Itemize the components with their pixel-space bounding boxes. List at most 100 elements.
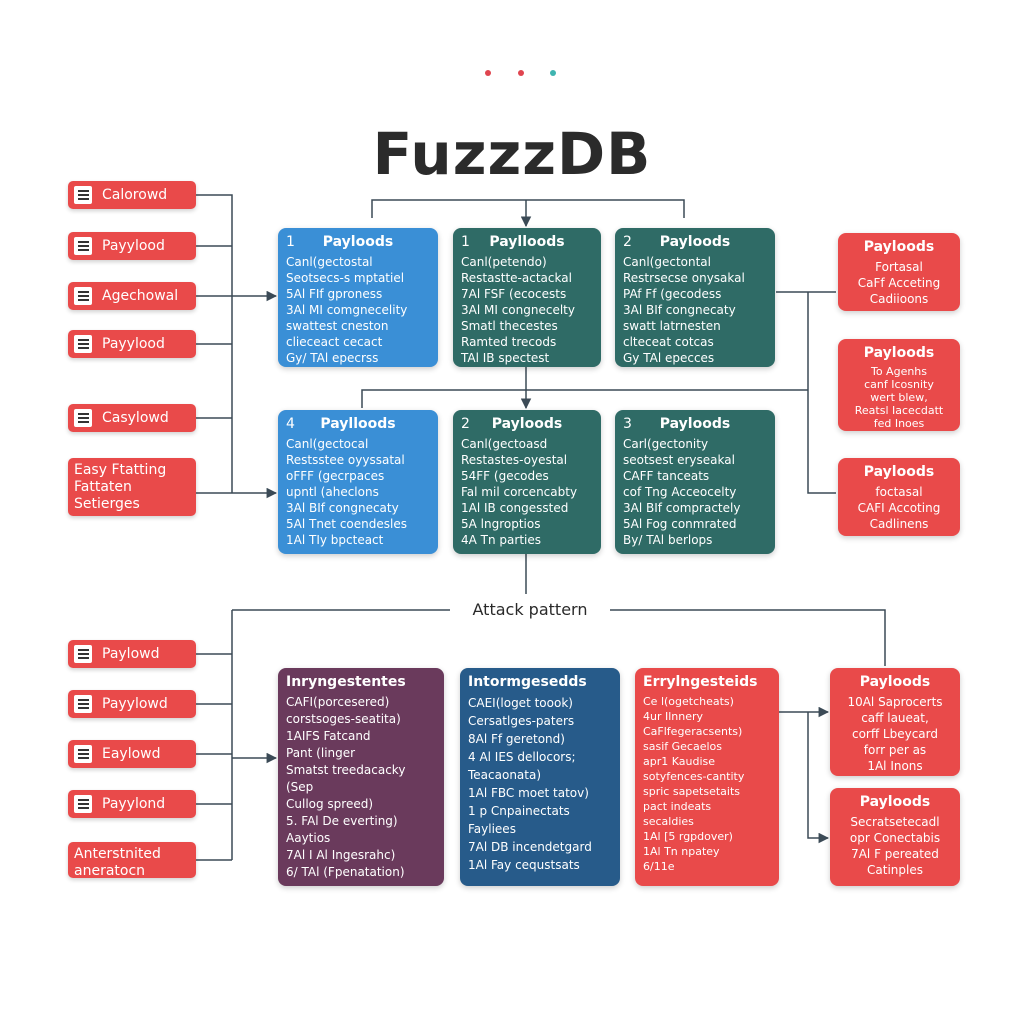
left-chip-bottom-2[interactable]: Payylowd — [68, 690, 196, 718]
document-icon — [74, 795, 92, 813]
card-line: Canl(gectoasd — [461, 437, 548, 451]
card-line: 54FF (gecodes — [461, 469, 549, 483]
card-line: By/ TAl berlops — [623, 533, 713, 547]
card-line: Fortasal — [875, 260, 923, 274]
left-chip-bottom-1[interactable]: Paylowd — [68, 640, 196, 668]
card-title: Payloods — [863, 464, 935, 480]
card-line: Restrsecse onysakal — [623, 271, 745, 285]
card-title: Errylngesteids — [643, 674, 758, 690]
left-chip-6[interactable]: Easy Ftatting Fattaten Setierges — [68, 458, 196, 516]
chip-label: Payylood — [102, 336, 165, 352]
document-icon — [74, 287, 92, 305]
card-line: CAFF tanceats — [623, 469, 710, 483]
document-icon — [74, 745, 92, 763]
chip-label: Agechowal — [102, 288, 179, 304]
bottom-card-3[interactable]: Errylngesteids Ce l(ogetcheats) 4ur Ilnn… — [635, 668, 779, 886]
card-line: PAf Ff (gecodess — [623, 287, 722, 301]
document-icon — [74, 186, 92, 204]
card-line: Pant (linger — [286, 746, 356, 760]
chip-label: Payylond — [102, 796, 166, 812]
right-card-1[interactable]: Payloods Fortasal CaFf Acceting Cadiioon… — [838, 233, 960, 311]
card-line: Smatl thecestes — [461, 319, 558, 333]
card-line: Canl(gectostal — [286, 255, 373, 269]
card-line: seotsest eryseakal — [623, 453, 735, 467]
left-chip-2[interactable]: Payylood — [68, 232, 196, 260]
card-line: 6/ TAl (Fpenatation) — [286, 865, 405, 879]
card-line: swatt latrnesten — [623, 319, 721, 333]
card-line: opr Conectabis — [849, 831, 941, 845]
left-chip-3[interactable]: Agechowal — [68, 282, 196, 310]
card-line: secaldies — [643, 815, 694, 828]
card-line: 1Al IB congessted — [461, 501, 569, 515]
card-line: corff Lbeycard — [851, 727, 939, 741]
card-line: 1Al Tn npatey — [643, 845, 720, 858]
card-line: Cersatlges-paters — [468, 714, 575, 728]
card-line: pact indeats — [643, 800, 712, 813]
decor-dot-red-1 — [485, 70, 491, 76]
card-line: To Agenhs — [870, 365, 928, 378]
document-icon — [74, 237, 92, 255]
bottom-card-2[interactable]: Intormgesedds CAEI(loget toook) Cersatlg… — [460, 668, 620, 886]
chip-label: Calorowd — [102, 187, 168, 203]
card-line: 5. FAl De everting) — [286, 814, 398, 828]
card-line: 3Al BIf congnecaty — [286, 501, 399, 515]
card-line: Restastte-actackal — [461, 271, 572, 285]
card-title: Payloods — [322, 234, 394, 250]
card-number: 2 — [461, 416, 470, 432]
card-line: spric sapetsetaits — [643, 785, 741, 798]
card-line: 4A Tn parties — [461, 533, 541, 547]
card-line: Gy/ TAl epecrss — [286, 351, 379, 365]
chip-label: Paylowd — [102, 646, 160, 662]
card-line: CAEI(loget toook) — [468, 696, 573, 710]
card-line: 5Al Fog conmrated — [623, 517, 737, 531]
chip-label: Payylood — [102, 238, 165, 254]
card-title: Payloods — [491, 416, 563, 432]
card-line: corstsoges-seatita) — [286, 712, 401, 726]
bottom-card-1[interactable]: Inryngestentes CAFI(porcesered) corstsog… — [278, 668, 444, 886]
card-line: Canl(gectontal — [623, 255, 711, 269]
card-line: 1Al [5 rgpdover) — [643, 830, 733, 843]
left-chip-bottom-5[interactable]: Anterstnited aneratocn — [68, 842, 196, 879]
left-chip-5[interactable]: Casylowd — [68, 404, 196, 432]
card-line: 7Al DB incendetgard — [468, 840, 592, 854]
left-chip-bottom-3[interactable]: Eaylowd — [68, 740, 196, 768]
card-line: swattest cneston — [286, 319, 389, 333]
left-chip-1[interactable]: Calorowd — [68, 181, 196, 209]
card-line: Restastes-oyestal — [461, 453, 568, 467]
card-line: cof Tng Acceocelty — [623, 485, 737, 499]
document-icon — [74, 645, 92, 663]
payload-card-r2-2[interactable]: 2 Payloods Canl(gectoasd Restastes-oyesta… — [453, 410, 601, 554]
card-line: caff laueat, — [861, 711, 929, 725]
right-card-bottom-1[interactable]: Payloods 10Al Saprocerts caff laueat, co… — [830, 668, 960, 776]
right-card-3[interactable]: Payloods foctasal CAFI Accoting Cadlinen… — [838, 458, 960, 536]
card-title: Paylloods — [320, 416, 396, 432]
card-title: Payloods — [863, 345, 935, 361]
card-line: Gy TAl epecces — [623, 351, 715, 365]
card-line: Carl(gectonity — [623, 437, 709, 451]
card-title: Intormgesedds — [468, 674, 587, 690]
left-chip-bottom-4[interactable]: Payylond — [68, 790, 196, 818]
card-line: CAFI Accoting — [857, 501, 941, 515]
card-line: CaFlfegeracsents) — [643, 725, 743, 738]
card-line: 10Al Saprocerts — [847, 695, 943, 709]
chip-label: Eaylowd — [102, 746, 161, 762]
right-card-bottom-2[interactable]: Payloods Secratsetecadl opr Conectabis 7… — [830, 788, 960, 886]
card-number: 1 — [461, 234, 470, 250]
card-line: Ramted trecods — [461, 335, 557, 349]
card-line: Teacaonata) — [468, 768, 542, 782]
card-title: Payloods — [859, 794, 931, 810]
card-title: Payloods — [863, 239, 935, 255]
chip-label: Anterstnited aneratocn — [74, 846, 161, 879]
card-line: 4 Al IES dellocors; — [468, 750, 576, 764]
card-line: oFFF (gecrpaces — [286, 469, 385, 483]
right-card-2[interactable]: Payloods To Agenhs canf Icosnity wert bl… — [838, 339, 960, 431]
left-chip-4[interactable]: Payylood — [68, 330, 196, 358]
card-line: fed Inoes — [873, 417, 925, 430]
card-line: Restsstee oyyssatal — [286, 453, 405, 467]
